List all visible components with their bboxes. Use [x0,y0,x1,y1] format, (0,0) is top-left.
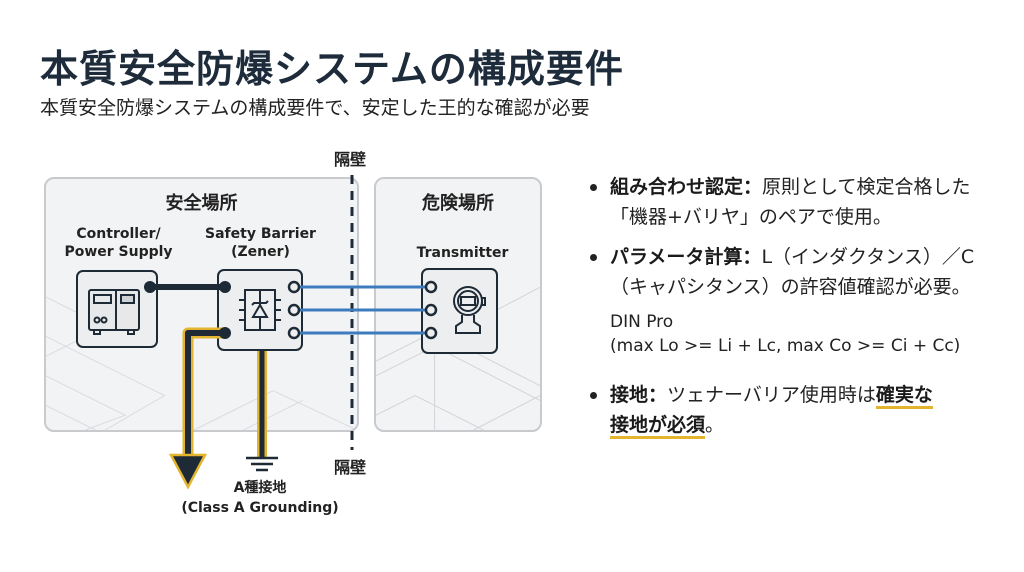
hazardous-zone-title: 危険場所 [422,193,494,214]
bullet-term: 組み合わせ認定： [610,176,763,198]
ground-label: A種接地 (Class A Grounding) [165,478,355,518]
requirements-list: 組み合わせ認定：原則として検定合格した「機器+バリヤ」のペアで使用。 パラメータ… [588,172,998,440]
earth-ground-icon [246,456,278,472]
bullet-text: L（インダクタンス）／C（キャパシタンス）の許容値確認が必要。 [610,246,975,298]
note-line1: DIN Pro [610,312,674,332]
bullet-text: ツェナーバリア使用時は [667,384,876,406]
highlighted-text: 確実な [875,384,933,409]
transmitter-label: Transmitter [416,245,509,261]
bullet-grounding: 接地：ツェナーバリア使用時は確実な接地が必須。 [588,380,998,440]
bullet-text: 原則として検定合格した「機器+バリヤ」のペアで使用。 [610,176,971,228]
pressure-transmitter-icon [453,286,486,334]
ground-label-jp: A種接地 [233,480,287,496]
parameter-formula-note: DIN Pro (max Lo >= Li + Lc, max Co >= Ci… [588,310,998,358]
bullet-term: 接地： [610,384,668,406]
bullet-parameter-calculation: パラメータ計算：L（インダクタンス）／C（キャパシタンス）の許容値確認が必要。 [588,242,998,302]
terminal-dot [219,281,231,293]
ground-label-en: (Class A Grounding) [181,500,339,516]
earth-ground-wire [246,351,278,472]
partition-wall-label-bottom: 隔壁 [334,458,367,477]
note-line2: (max Lo >= Li + Lc, max Co >= Ci + Cc) [610,336,961,356]
highlighted-text: 接地が必須 [610,414,706,439]
page-title: 本質安全防爆システムの構成要件 [40,47,624,91]
power-supply-icon [88,289,140,335]
safe-zone-title: 安全場所 [165,193,238,214]
bullet-combination-certification: 組み合わせ認定：原則として検定合格した「機器+バリヤ」のペアで使用。 [588,172,998,232]
terminal-dot [144,281,156,293]
barrier-label: Safety Barrier (Zener) [198,225,323,261]
isometric-floor-pattern [46,296,357,430]
barrier-label-line1: Safety Barrier [205,226,316,242]
barrier-label-line2: (Zener) [231,244,290,260]
ground-arrow-head-icon [168,453,208,490]
terminal-dot [219,327,231,339]
bullet-text-end: 。 [705,414,725,436]
ground-arrow-wire [168,327,225,490]
terminal-rings [287,280,438,340]
page-subtitle: 本質安全防爆システムの構成要件で、安定した王的な確認が必要 [40,97,590,119]
controller-label: Controller/ Power Supply [56,225,181,261]
controller-label-line1: Controller/ [76,226,161,242]
signal-wires [296,285,430,335]
partition-wall-label-top: 隔壁 [334,150,367,169]
bullet-term: パラメータ計算： [610,246,762,268]
zener-diode-icon [239,289,281,331]
controller-label-line2: Power Supply [64,244,173,260]
